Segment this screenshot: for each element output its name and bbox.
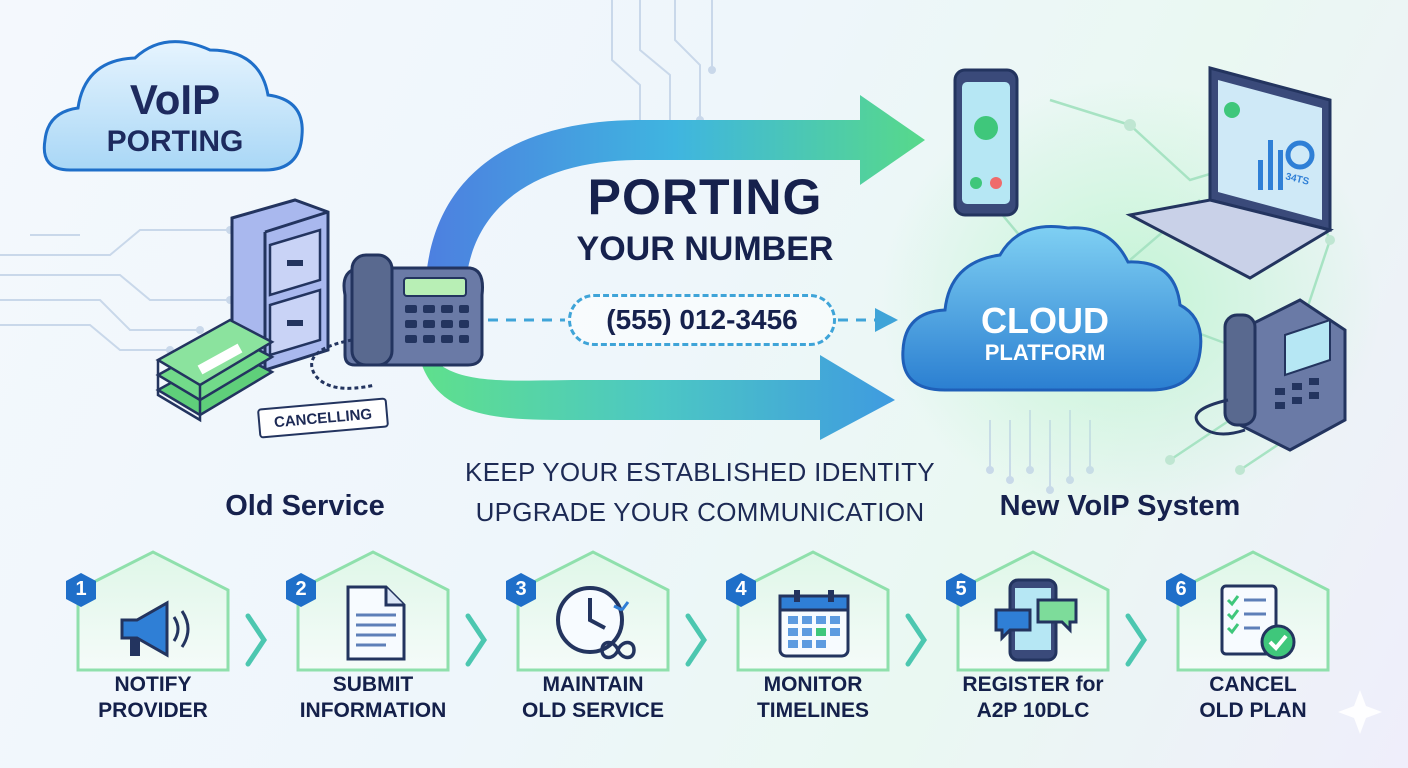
step-label-line2: PROVIDER (98, 699, 208, 722)
chevron-right-icon (1125, 613, 1148, 667)
step-number-badge (66, 573, 96, 607)
step-label-line2: A2P 10DLC (976, 699, 1090, 722)
smartphone-icon (953, 68, 1019, 217)
heading-line1: PORTING (587, 169, 823, 225)
sparkle-icon (1338, 690, 1382, 734)
cloud-label-line2: PLATFORM (984, 340, 1106, 365)
old-service-label: Old Service (225, 490, 385, 522)
step-label-line1: MAINTAIN (542, 673, 644, 696)
desk-phone-icon (310, 253, 484, 390)
heading-line2: YOUR NUMBER (576, 230, 834, 268)
step-label-line1: SUBMIT (332, 673, 414, 696)
filing-cabinet-icon (230, 198, 330, 372)
tagline-line2: UPGRADE YOUR COMMUNICATION (475, 497, 925, 527)
porting-arrow-bottom (420, 330, 895, 440)
step-label-line1: MONITOR (763, 673, 863, 696)
phone-number-pill: (555) 012-3456 (568, 294, 836, 346)
document-icon (346, 585, 406, 661)
cloud-platform-icon (901, 225, 1203, 392)
step-number-badge (286, 573, 316, 607)
calendar-icon (778, 590, 850, 658)
phone-chat-icon (994, 578, 1078, 662)
step-label-line2: TIMELINES (756, 699, 869, 722)
clock-infinity-icon (556, 586, 636, 660)
step-number-badge (946, 573, 976, 607)
chevron-right-icon (465, 613, 488, 667)
cloud-label-line1: CLOUD (981, 300, 1109, 341)
new-voip-system-label: New VoIP System (999, 490, 1241, 522)
step-label-line2: OLD SERVICE (522, 699, 664, 722)
step-number-badge (506, 573, 536, 607)
dashed-arrowhead-icon (875, 308, 898, 332)
voip-desk-phone-icon (1194, 298, 1347, 452)
step-number-badge (726, 573, 756, 607)
step-label-line1: CANCEL (1209, 673, 1297, 696)
megaphone-icon (120, 600, 190, 658)
tagline-line1: KEEP YOUR ESTABLISHED IDENTITY (465, 457, 935, 487)
badge-title: VoIP (129, 76, 221, 123)
step-label-line1: NOTIFY (114, 673, 192, 696)
laptop-icon (1125, 66, 1334, 280)
cash-stack-icon (155, 318, 275, 423)
step-label-line2: INFORMATION (299, 699, 447, 722)
step-number-badge (1166, 573, 1196, 607)
chevron-right-icon (685, 613, 708, 667)
step-label-line2: OLD PLAN (1199, 699, 1307, 722)
chevron-right-icon (245, 613, 268, 667)
step-label-line1: REGISTER for (962, 673, 1104, 696)
chevron-right-icon (905, 613, 928, 667)
checklist-icon (1220, 584, 1296, 660)
porting-arrow-top (425, 95, 925, 300)
voip-porting-cloud-badge (42, 40, 304, 172)
badge-subtitle: PORTING (106, 125, 244, 158)
